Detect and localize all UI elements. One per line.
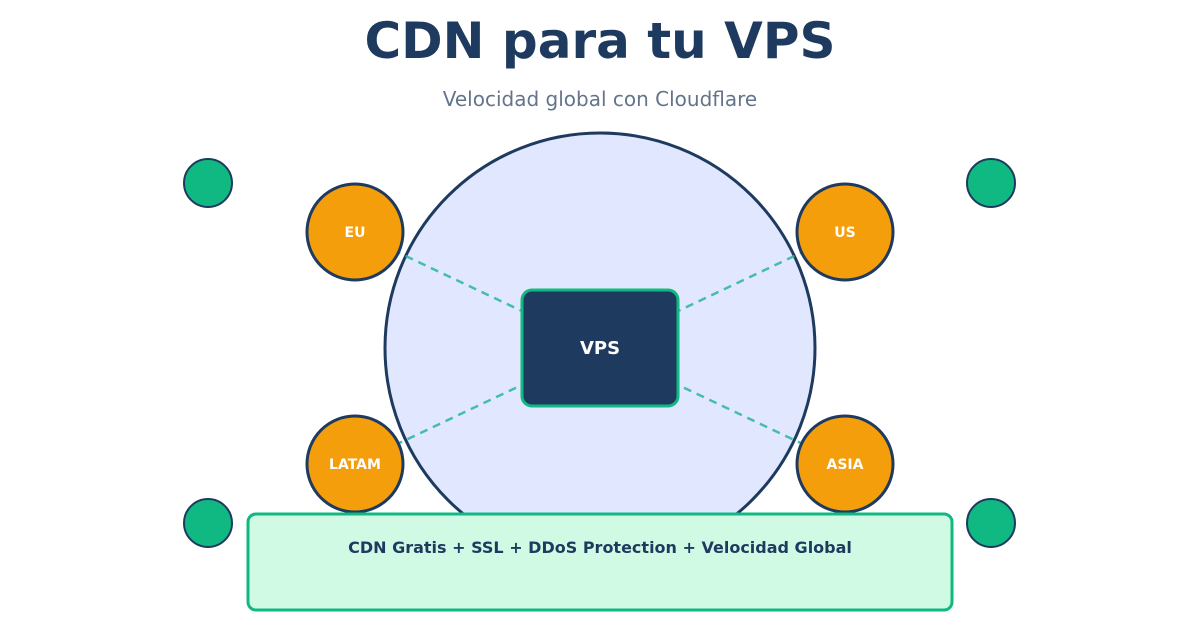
region-node-latam: LATAM (305, 414, 405, 514)
region-eu-circle (305, 182, 405, 282)
region-latam-circle (305, 414, 405, 514)
region-node-eu: EU (305, 182, 405, 282)
corner-dot-top-left (183, 158, 233, 208)
page-subtitle: Velocidad global con Cloudflare (443, 87, 757, 111)
region-us-label: US (834, 225, 855, 241)
corner-dot-bottom-right (966, 498, 1016, 548)
region-asia-label: ASIA (827, 457, 864, 473)
region-latam-label: LATAM (329, 457, 381, 473)
region-eu-label: EU (345, 225, 366, 241)
corner-dot-bottom-left (183, 498, 233, 548)
region-node-us: US (795, 182, 895, 282)
corner-dot-top-right (966, 158, 1016, 208)
region-us-circle (795, 182, 895, 282)
page-title: CDN para tu VPS (364, 12, 835, 70)
features-banner (246, 512, 954, 612)
region-asia-circle (795, 414, 895, 514)
features-banner-text: CDN Gratis + SSL + DDoS Protection + Vel… (348, 538, 852, 557)
vps-label: VPS (580, 338, 620, 359)
vps-server-box (520, 288, 680, 408)
region-node-asia: ASIA (795, 414, 895, 514)
